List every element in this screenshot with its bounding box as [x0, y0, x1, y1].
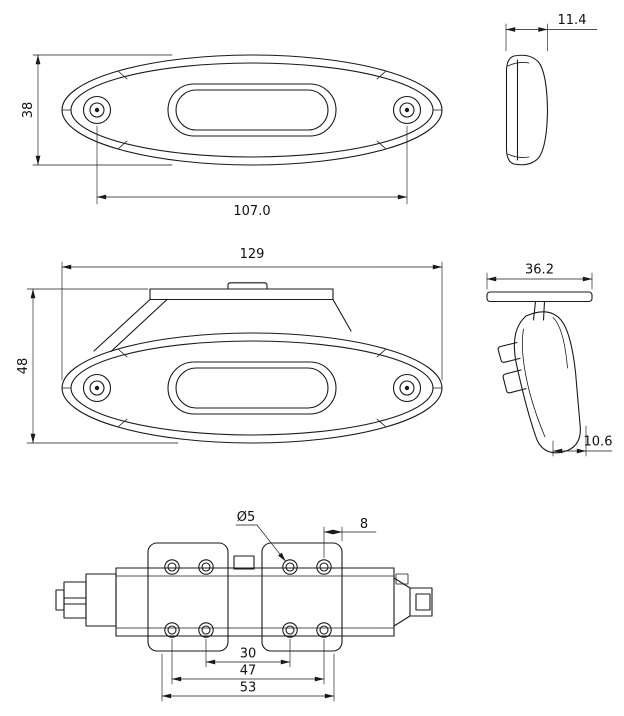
dimension-inner-spacing-30: 30: [205, 638, 291, 668]
side-view: 36.2 10.6: [486, 263, 613, 457]
bracket-right-link: [332, 298, 352, 332]
dim-label-overall-height: 48: [16, 358, 31, 375]
left-connector-block: [85, 573, 117, 627]
center-boss: [233, 555, 255, 570]
screw-hole-right: [392, 373, 422, 403]
screw-inner-ring: [399, 102, 415, 118]
dim-label-body-height: 38: [21, 102, 36, 119]
right-end-detail: [395, 573, 409, 585]
dim-label-bracket-width: 36.2: [525, 263, 554, 278]
screw-center: [404, 107, 410, 113]
dimension-height-48: 48: [16, 288, 179, 444]
screw-inner-ring: [89, 380, 105, 396]
mounting-bracket: [93, 282, 352, 353]
top-view-body: [61, 54, 443, 166]
front-view-body: [61, 332, 443, 444]
dim-label-edge-offset: 8: [360, 517, 368, 532]
bracket-stem-right: [542, 300, 546, 321]
screw-center: [404, 385, 410, 391]
right-connector-inner: [415, 593, 431, 611]
screw-outer-ring: [82, 95, 112, 125]
mount-plate-left: [147, 542, 229, 652]
screw-outer-ring: [82, 373, 112, 403]
screw-center: [94, 385, 100, 391]
bracket-strap-edge-2: [110, 298, 168, 353]
screw-hole-right: [392, 95, 422, 125]
dimension-hole-diameter-5: Ø5: [235, 510, 286, 562]
dimension-outer-spacing-47: 47: [171, 638, 325, 685]
screw-center: [94, 107, 100, 113]
bracket-strap-edge-1: [93, 298, 151, 352]
dimension-thickness-11-4: 11.4: [505, 13, 598, 52]
dimension-hole-spacing-107: 107.0: [96, 125, 408, 219]
side-clip-upper: [497, 341, 521, 363]
dim-label-base-depth: 10.6: [584, 435, 613, 450]
lens-inner-outline: [175, 367, 329, 409]
bottom-view: Ø5 8 30 47 53: [55, 510, 433, 702]
dimension-length-129: 129: [61, 247, 443, 381]
dimension-height-38: 38: [21, 54, 173, 166]
mold-parting-ticks: [61, 348, 443, 428]
bracket-plate: [486, 291, 593, 303]
profile-top-cap-line: [507, 62, 530, 67]
lens-outer-outline: [167, 361, 337, 415]
side-inner-contour-2: [552, 317, 568, 369]
housing-body: [55, 555, 433, 637]
screw-outer-ring: [392, 373, 422, 403]
bracket-stem-left: [532, 300, 537, 321]
left-connector-tab: [55, 589, 65, 611]
dim-label-overall-width: 53: [240, 681, 257, 696]
front-view: 129 48: [16, 247, 443, 444]
dimension-bracket-width-36-2: 36.2: [486, 263, 593, 290]
end-profile-view: 11.4: [505, 13, 598, 166]
side-body-outline: [513, 311, 581, 454]
mold-parting-ticks: [61, 70, 443, 150]
screw-hole-left: [82, 95, 112, 125]
bracket-tab: [227, 282, 268, 290]
profile-bottom-cap-line: [507, 153, 530, 158]
screw-inner-ring: [89, 102, 105, 118]
dimension-edge-offset-8: 8: [323, 517, 377, 559]
dim-label-thickness: 11.4: [558, 13, 587, 28]
mount-plate-right: [261, 542, 343, 652]
screw-hole-left: [82, 373, 112, 403]
dimension-overall-width-53: 53: [161, 653, 335, 702]
plate-outline: [147, 542, 229, 652]
side-clip-lower: [502, 369, 527, 394]
top-view: 38 107.0: [21, 54, 443, 219]
dimension-base-depth-10-6: 10.6: [552, 425, 613, 457]
left-connector-plug: [63, 581, 87, 619]
dim-label-inner-spacing: 30: [240, 647, 257, 662]
dim-label-hole-spacing: 107.0: [233, 204, 270, 219]
lens-inner-outline: [175, 89, 329, 131]
lens-outer-outline: [167, 83, 337, 137]
dim-label-overall-length: 129: [240, 247, 265, 262]
screw-inner-ring: [399, 380, 415, 396]
screw-outer-ring: [392, 95, 422, 125]
side-inner-contour-1: [521, 328, 546, 438]
profile-outline: [505, 54, 549, 166]
dim-label-outer-spacing: 47: [240, 664, 257, 679]
right-connector-block: [409, 587, 433, 617]
plate-outline: [261, 542, 343, 652]
dim-label-hole-diameter: Ø5: [237, 510, 256, 525]
